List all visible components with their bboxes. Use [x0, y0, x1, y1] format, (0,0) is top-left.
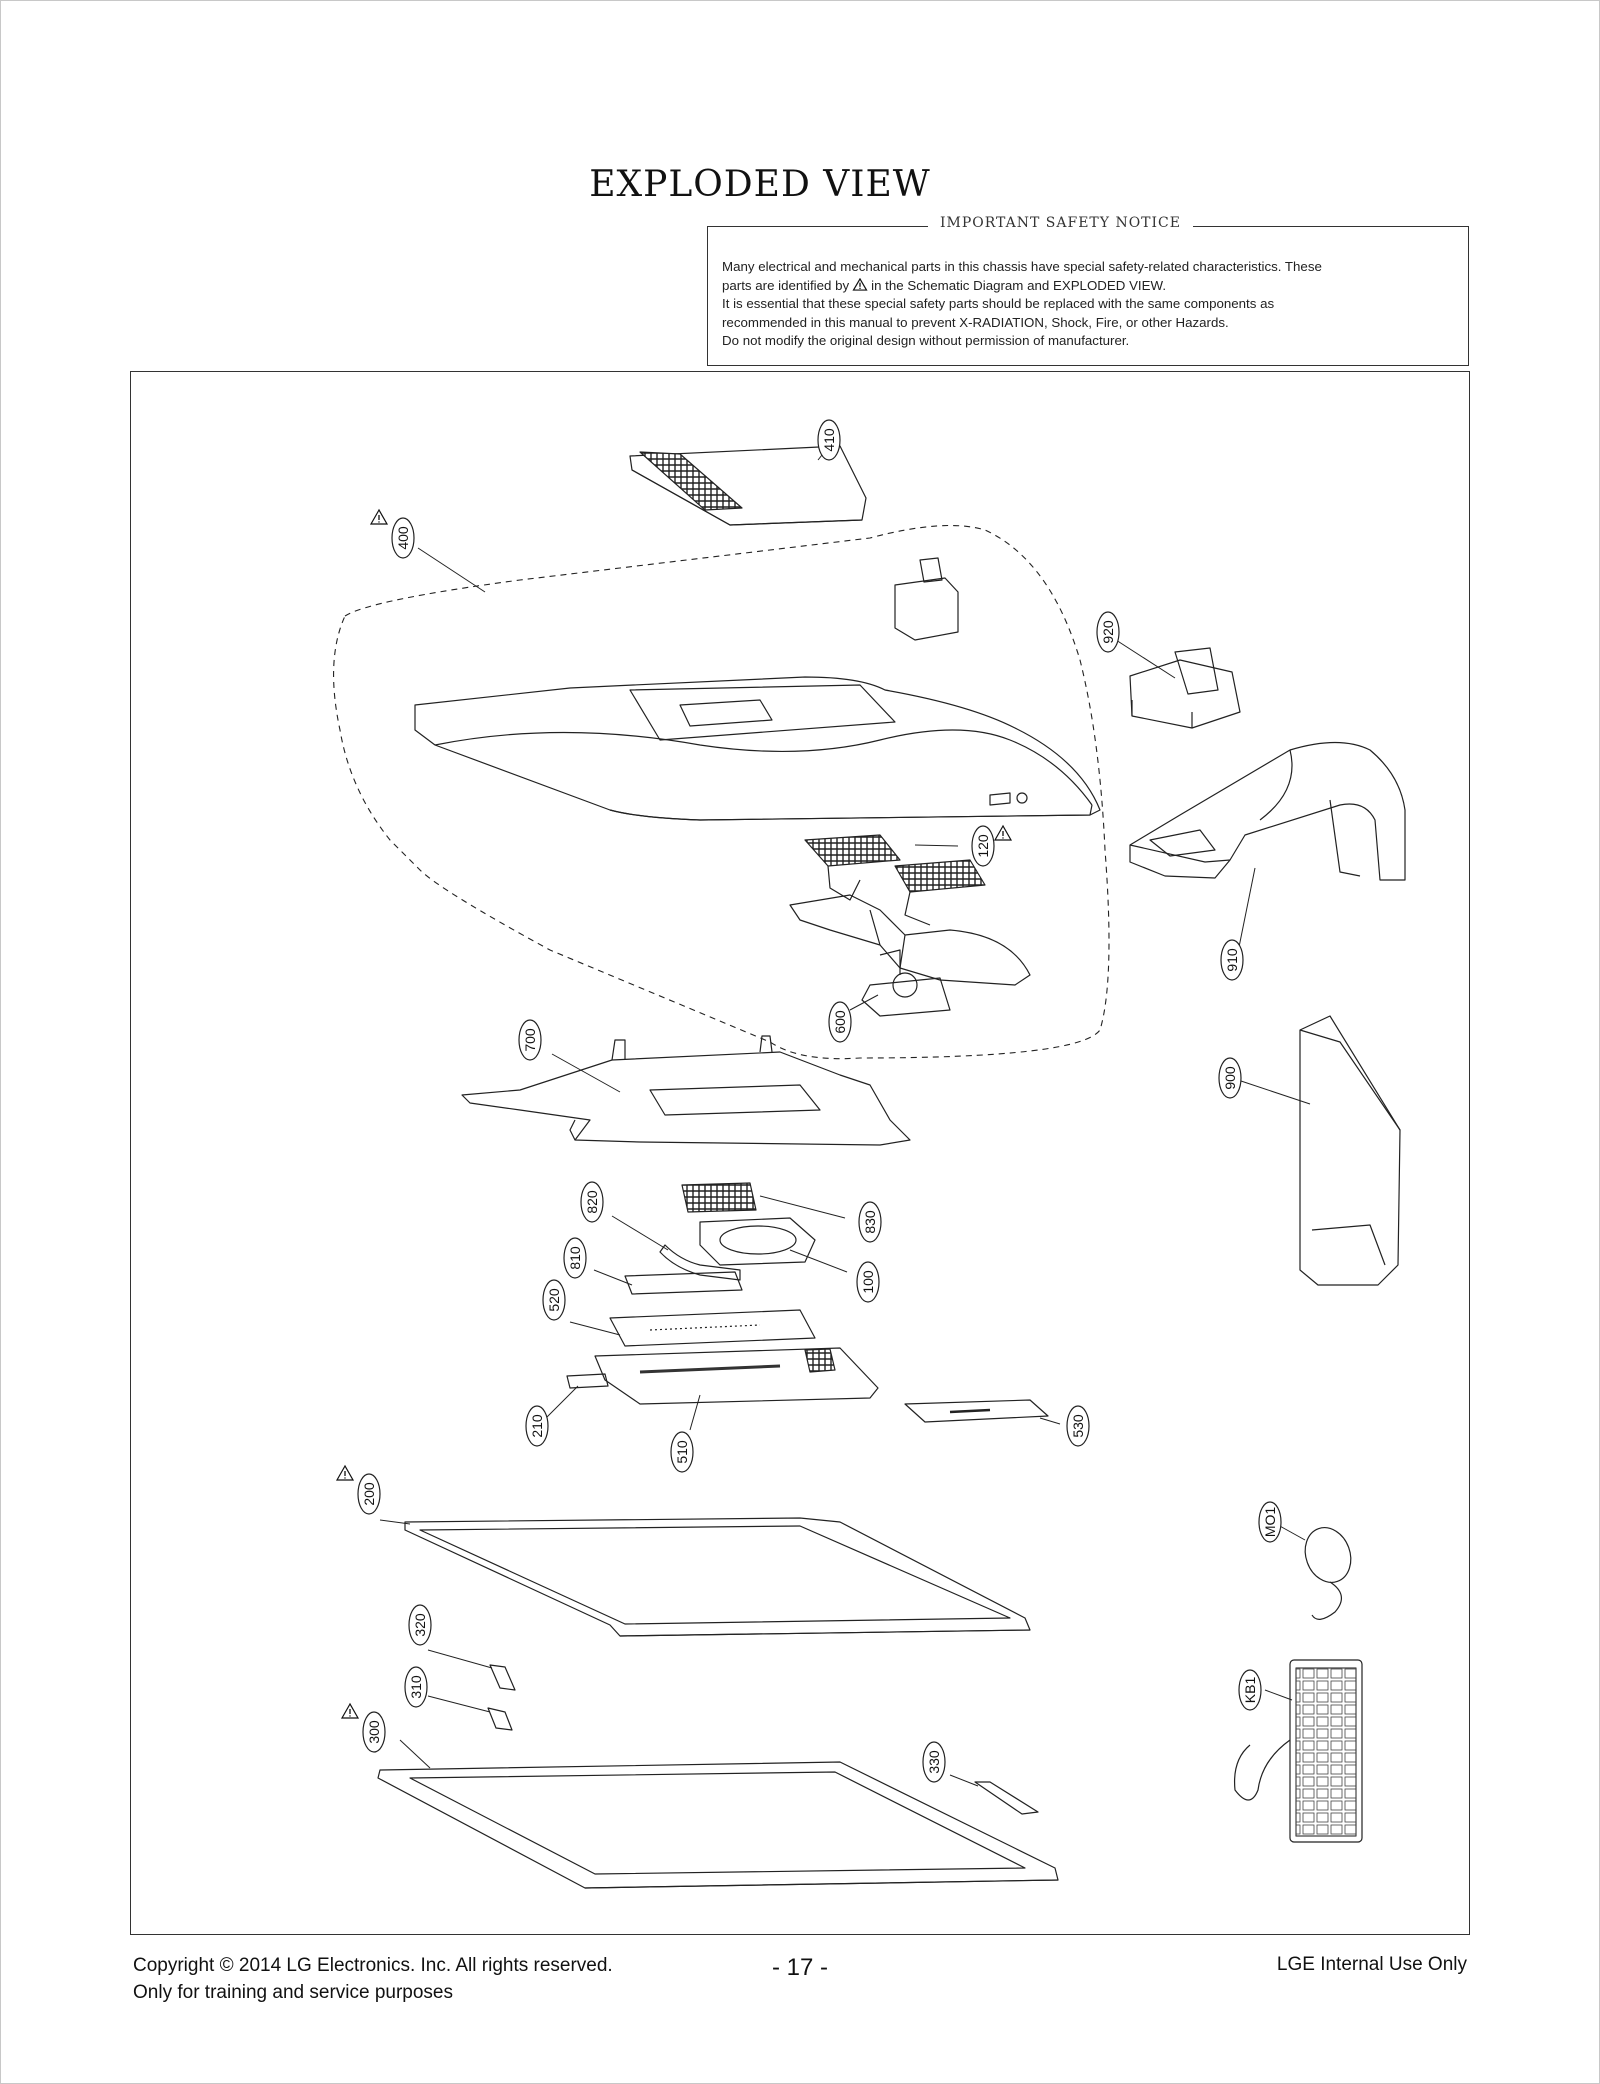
callout-label-910: 910 — [1224, 948, 1240, 972]
part-210-module — [566, 1373, 609, 1389]
notice-line-5: Do not modify the original design withou… — [722, 333, 1130, 348]
callout-label-300: 300 — [366, 1720, 382, 1744]
part-910-stand-arm — [1129, 741, 1406, 881]
part-520-board — [609, 1309, 816, 1347]
callout-MO1: MO1 — [1258, 1501, 1282, 1543]
callout-520: 520 — [542, 1279, 566, 1321]
leader-lines — [379, 449, 1311, 1787]
callout-label-KB1: KB1 — [1242, 1677, 1258, 1704]
callout-label-700: 700 — [522, 1028, 538, 1052]
callout-810: 810 — [563, 1237, 587, 1279]
purpose-text: Only for training and service purposes — [133, 1982, 453, 2003]
part-830-heatsink — [681, 1182, 757, 1213]
part-900-stand-neck — [1299, 1015, 1401, 1286]
callout-label-210: 210 — [529, 1414, 545, 1438]
part-310-clip — [487, 1707, 513, 1731]
classification-label: LGE Internal Use Only — [1276, 1954, 1467, 1975]
safety-warning-icon — [852, 277, 868, 291]
callout-label-600: 600 — [832, 1010, 848, 1034]
page-number: - 17 - — [771, 1954, 828, 1981]
callout-200: 200 — [357, 1473, 381, 1515]
callout-label-810: 810 — [567, 1246, 583, 1270]
callout-label-520: 520 — [546, 1288, 562, 1312]
callout-label-320: 320 — [412, 1613, 428, 1637]
callout-900: 900 — [1218, 1057, 1242, 1099]
part-810-board — [624, 1271, 743, 1295]
part-KB1-keyboard — [1233, 1659, 1363, 1843]
notice-line-1: Many electrical and mechanical parts in … — [722, 259, 1322, 274]
part-700-chassis-frame — [461, 1035, 911, 1146]
rear-cover-assembly-boundary — [333, 524, 1110, 1060]
safety-warning-icon — [369, 508, 389, 525]
safety-warning-icon — [335, 1464, 355, 1481]
safety-notice-heading: IMPORTANT SAFETY NOTICE — [928, 215, 1193, 231]
callout-410: 410 — [817, 419, 841, 461]
callout-label-900: 900 — [1222, 1066, 1238, 1090]
callout-label-830: 830 — [862, 1210, 878, 1234]
callout-label-200: 200 — [361, 1482, 377, 1506]
part-920-stand-knob — [894, 557, 1241, 729]
callout-530: 530 — [1066, 1405, 1090, 1447]
safety-warning-icon — [340, 1702, 360, 1719]
callout-310: 310 — [404, 1666, 428, 1708]
callout-label-310: 310 — [408, 1675, 424, 1699]
part-MO1-mouse — [1304, 1527, 1352, 1620]
callout-label-530: 530 — [1070, 1414, 1086, 1438]
part-300-front-bezel — [377, 1761, 1059, 1889]
callout-330: 330 — [922, 1741, 946, 1783]
callout-300: 300 — [362, 1711, 386, 1753]
callout-KB1: KB1 — [1238, 1669, 1262, 1711]
callout-120: 120 — [971, 825, 995, 867]
part-600-hinge-bracket — [789, 894, 1031, 1017]
callout-910: 910 — [1220, 939, 1244, 981]
callout-920: 920 — [1096, 611, 1120, 653]
callout-830: 830 — [858, 1201, 882, 1243]
callout-label-410: 410 — [821, 428, 837, 452]
footer-left: Copyright © 2014 LG Electronics. Inc. Al… — [133, 1952, 613, 2006]
copyright-text: Copyright © 2014 LG Electronics. Inc. Al… — [133, 1955, 613, 1976]
exploded-view-frame — [130, 371, 1470, 1935]
notice-line-4: recommended in this manual to prevent X-… — [722, 314, 1229, 330]
page-title: EXPLODED VIEW — [589, 164, 931, 206]
part-510-main-board — [594, 1347, 879, 1405]
safety-warning-icon — [993, 824, 1013, 841]
callout-600: 600 — [828, 1001, 852, 1043]
part-120-speakers — [804, 834, 986, 926]
callout-label-MO1: MO1 — [1262, 1507, 1278, 1538]
callout-label-120: 120 — [975, 834, 991, 858]
part-320-clip — [489, 1664, 516, 1691]
callout-label-510: 510 — [674, 1440, 690, 1464]
callout-label-330: 330 — [926, 1750, 942, 1774]
notice-line-2-after: in the Schematic Diagram and EXPLODED VI… — [871, 277, 1167, 293]
part-820-heatpipe — [659, 1244, 741, 1281]
callout-label-820: 820 — [584, 1190, 600, 1214]
callout-820: 820 — [580, 1181, 604, 1223]
callout-100: 100 — [856, 1261, 880, 1303]
callout-label-920: 920 — [1100, 620, 1116, 644]
safety-notice-box: IMPORTANT SAFETY NOTICE Many electrical … — [707, 215, 1469, 366]
part-callouts: 410 400 920 120 910 600 700 900 820 830 810 100 520 2… — [335, 419, 1282, 1783]
notice-line-2-before: parts are identified by — [722, 277, 850, 293]
part-200-display-panel — [404, 1517, 1031, 1637]
part-100-fan — [699, 1217, 816, 1266]
notice-line-3: It is essential that these special safet… — [722, 296, 1275, 311]
part-400-rear-cover — [414, 676, 1101, 821]
part-330-bracket — [974, 1781, 1039, 1815]
safety-notice-text: Many electrical and mechanical parts in … — [722, 258, 1454, 351]
callout-label-400: 400 — [395, 526, 411, 550]
callout-label-100: 100 — [860, 1270, 876, 1294]
notice-line-2: parts are identified by in the Schematic … — [722, 277, 1454, 296]
callout-700: 700 — [518, 1019, 542, 1061]
callout-400: 400 — [391, 517, 415, 559]
callout-320: 320 — [408, 1604, 432, 1646]
callout-210: 210 — [525, 1405, 549, 1447]
part-530-io-board — [904, 1399, 1049, 1423]
callout-510: 510 — [670, 1431, 694, 1473]
